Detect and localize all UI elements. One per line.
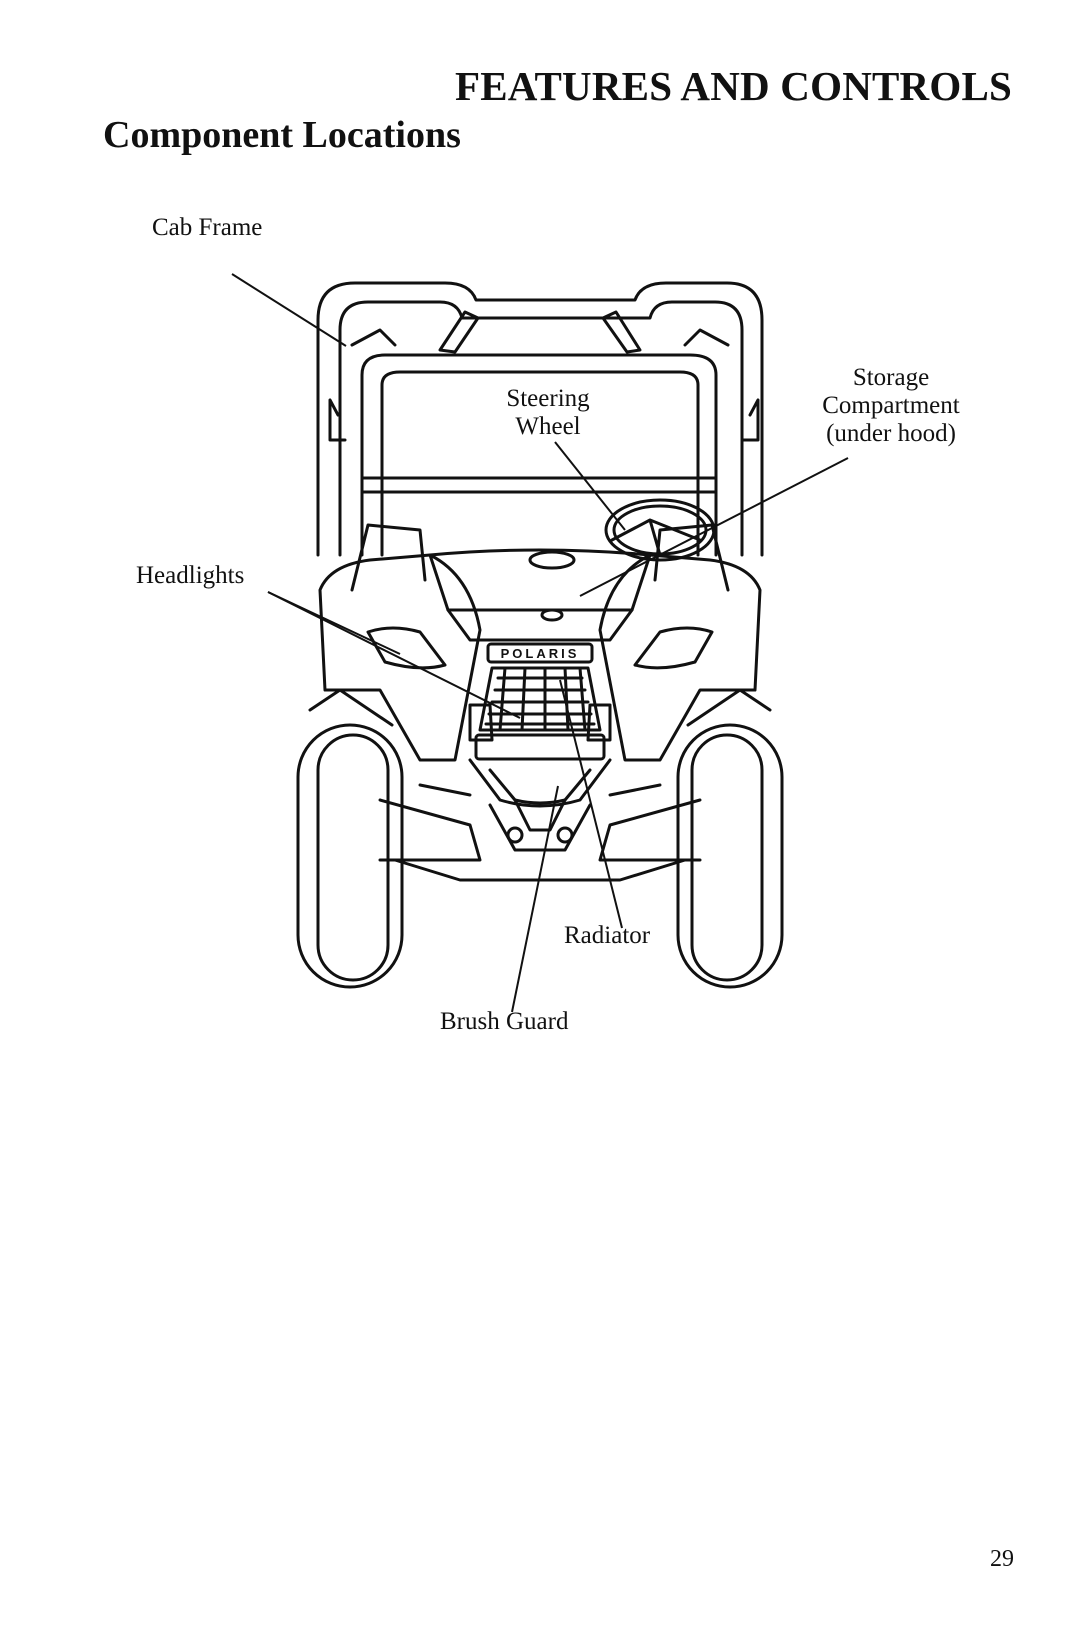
callout-steering-wheel: Steering Wheel (498, 385, 598, 441)
callout-cab-frame: Cab Frame (152, 214, 262, 242)
page-heading: Component Locations (103, 114, 461, 156)
cab-frame-drawing (316, 281, 764, 557)
callout-storage-line2: Compartment (822, 392, 960, 419)
headlight-left-drawing (366, 626, 447, 670)
callout-storage-compartment: Storage Compartment (under hood) (808, 364, 974, 448)
polaris-logo: POLARIS (501, 646, 580, 661)
page-number: 29 (990, 1546, 1014, 1572)
vehicle-diagram: POLARIS (231, 273, 849, 1013)
cab-frame-leader (231, 273, 347, 347)
brush-guard-drawing (468, 758, 612, 852)
callout-steering-wheel-line1: Steering (506, 385, 590, 412)
callout-leader-lines (231, 273, 849, 1013)
wheel-right-drawing (676, 723, 784, 989)
callout-storage-line1: Storage (852, 364, 930, 391)
callout-radiator-text: Radiator (564, 922, 651, 949)
radiator-leader (559, 679, 623, 929)
callout-cab-frame-text: Cab Frame (152, 214, 263, 241)
callout-headlights-text: Headlights (136, 562, 245, 589)
callout-headlights: Headlights (136, 562, 244, 590)
hood-drawing: POLARIS (318, 548, 762, 762)
callout-brush-guard: Brush Guard (440, 1008, 568, 1036)
callout-storage-line3: (under hood) (826, 420, 956, 447)
wheel-left-drawing (296, 723, 404, 989)
steering-wheel-leader (554, 441, 626, 531)
radiator-grille-drawing (474, 666, 606, 761)
storage-leader (579, 457, 849, 597)
headlight-right-drawing (633, 626, 714, 670)
headlights-leader-2 (267, 591, 521, 719)
callout-brush-guard-text: Brush Guard (440, 1008, 569, 1035)
brush-guard-leader (511, 785, 559, 1013)
callout-radiator: Radiator (564, 922, 650, 950)
section-title: FEATURES AND CONTROLS (454, 63, 1012, 109)
callout-steering-wheel-line2: Wheel (515, 413, 581, 440)
